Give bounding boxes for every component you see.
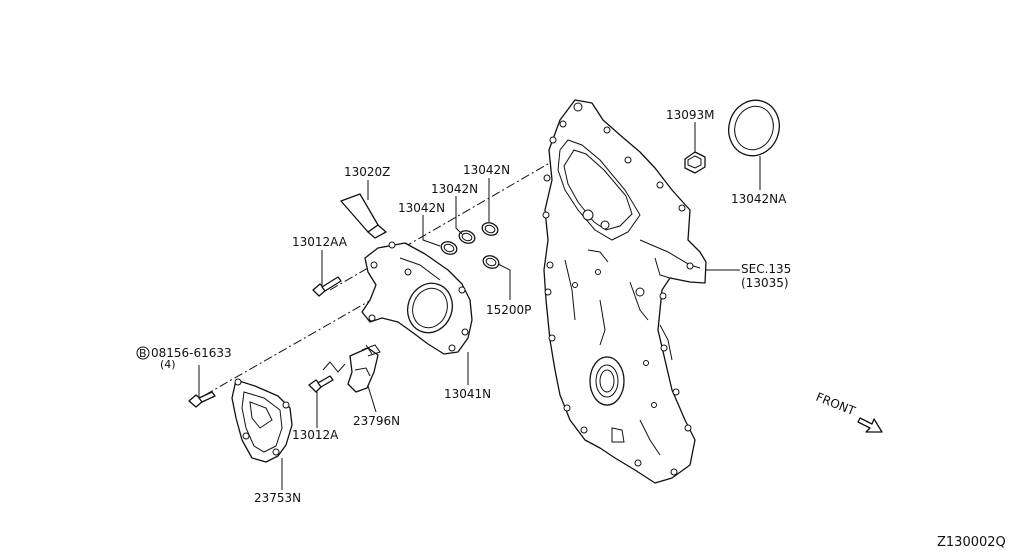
label-sec-135: SEC.135	[741, 262, 791, 276]
o-rings	[440, 222, 500, 269]
label-13042n-2: 13042N	[431, 182, 478, 196]
b-circle-icon	[136, 346, 150, 360]
label-13012aa: 13012AA	[292, 235, 348, 249]
leader-lines	[198, 122, 761, 490]
front-arrow-icon	[857, 417, 883, 433]
housing-13041n	[361, 241, 473, 355]
label-08156-qty: (4)	[160, 358, 176, 371]
diagram-reference-code: Z130002Q	[937, 535, 1006, 550]
label-13042n-1: 13042N	[398, 201, 445, 215]
label-08156-61633: 08156-61633	[151, 346, 232, 360]
bolt-13012aa	[312, 276, 342, 297]
liquid-gasket-tube-13020z	[340, 193, 387, 239]
label-b-letter: B	[139, 347, 147, 360]
plug-13093m	[684, 151, 706, 174]
cover-23753n	[231, 378, 293, 463]
label-23753n: 23753N	[254, 491, 301, 505]
label-15200p: 15200P	[486, 303, 531, 317]
label-13020z: 13020Z	[344, 165, 390, 179]
label-13012a: 13012A	[292, 428, 339, 442]
label-13093m: 13093M	[666, 108, 715, 122]
label-13042na: 13042NA	[731, 192, 787, 206]
label-13041n: 13041N	[444, 387, 491, 401]
sensor-23796n	[347, 344, 381, 393]
label-13042n-3: 13042N	[463, 163, 510, 177]
label-23796n: 23796N	[353, 414, 400, 428]
seal-13042na	[728, 99, 780, 157]
label-sec-135-sub: (13035)	[741, 276, 789, 290]
part-labels: 13020Z 13012AA 13042N 13042N 13042N 1520…	[136, 108, 1006, 550]
bolt-13012a	[308, 361, 346, 393]
front-timing-chain-case	[542, 99, 707, 484]
bolt-08156-61633	[188, 391, 216, 408]
label-front: FRONT	[814, 390, 858, 419]
